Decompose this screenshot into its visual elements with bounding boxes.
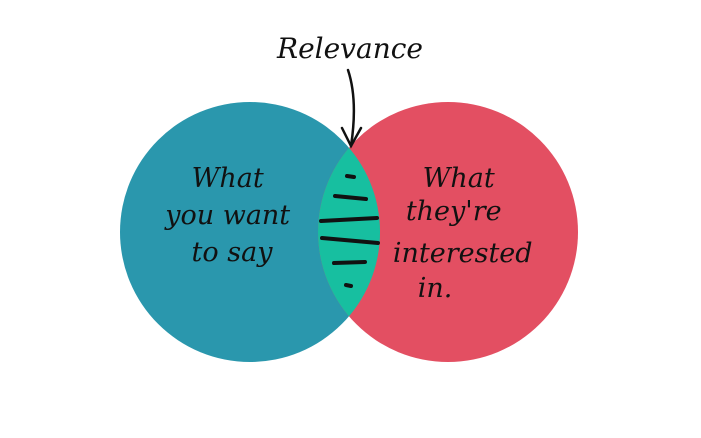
right-line-3: interested — [393, 238, 533, 269]
hatch-marks — [319, 174, 380, 288]
svg-text:What they're intereste: What they're interested in. — [393, 163, 541, 304]
left-circle — [120, 102, 380, 362]
right-line-2: they're — [406, 196, 502, 227]
arrow-icon — [340, 68, 363, 149]
left-line-2: you want — [164, 200, 290, 231]
left-line-3: to say — [192, 237, 274, 268]
right-line-4: in. — [418, 273, 453, 304]
right-line-1: What — [423, 163, 495, 194]
svg-text:What you want to say: What you want to say — [164, 163, 299, 268]
relevance-label: Relevance — [276, 32, 423, 65]
left-line-1: What — [192, 163, 264, 194]
right-circle — [318, 102, 578, 362]
